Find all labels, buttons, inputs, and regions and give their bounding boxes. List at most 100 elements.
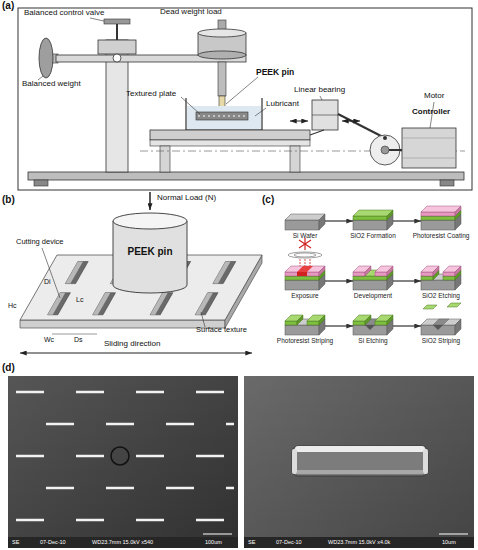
- label-text: SE: [248, 539, 255, 545]
- textured-surface-drawing: [201, 312, 205, 327]
- tribometer-drawing: [383, 136, 387, 140]
- process-illustrations: [285, 315, 325, 335]
- tribometer-drawing: [150, 130, 310, 140]
- step-caption: Development: [354, 292, 392, 299]
- tribometer-drawing: [342, 121, 360, 122]
- textured-surface-drawing: [20, 192, 262, 353]
- tribometer-drawing: [198, 29, 246, 37]
- textured-surface-drawing: [93, 293, 116, 315]
- process-step: SiO2 Formation: [353, 206, 393, 239]
- sem-image-right: [244, 537, 474, 548]
- sem-image-left: [136, 519, 164, 522]
- process-illustrations: [421, 206, 461, 230]
- tribometer-drawing: [98, 40, 136, 54]
- tribometer-drawing: [312, 115, 338, 116]
- process-step: SiO2 Striping: [421, 311, 461, 344]
- textured-surface-drawing: [20, 352, 252, 353]
- label-text: WD23.7mm 15.0kV x540: [92, 539, 153, 545]
- process-illustrations: [447, 303, 461, 307]
- tribometer-drawing: [255, 108, 266, 116]
- node-text: PEEK pin: [112, 246, 188, 257]
- tribometer-drawing: [290, 146, 300, 172]
- tribometer-drawing: [381, 146, 389, 154]
- light-source: [288, 252, 322, 258]
- label-text: Lubricant: [266, 100, 299, 109]
- sem-image-left: [76, 391, 104, 394]
- tribometer-drawing: [198, 51, 246, 59]
- process-illustrations: [353, 266, 393, 276]
- textured-surface-drawing: [149, 192, 151, 210]
- process-step: Photoresist Coating: [421, 206, 461, 239]
- textured-surface-drawing: [195, 293, 213, 315]
- step-caption: SiO2 Striping: [422, 337, 460, 344]
- tribometer-drawing: [218, 62, 226, 96]
- sem-image-left: [46, 487, 74, 490]
- sem-image-left: [226, 423, 234, 426]
- tribometer-drawing: [28, 172, 464, 180]
- process-illustrations: [285, 315, 325, 325]
- step-caption: Si Wafer: [293, 232, 318, 239]
- sem-image-left: [16, 392, 234, 520]
- sem-image-left: [136, 455, 164, 458]
- process-illustrations: [285, 214, 325, 230]
- light-source: [288, 238, 322, 266]
- sem-image-left: [16, 455, 44, 458]
- label-text: Wc: [44, 336, 54, 344]
- tribometer-drawing: [90, 18, 104, 21]
- label-text: Lc: [76, 296, 83, 304]
- textured-surface-drawing: [150, 293, 173, 315]
- textured-surface-drawing: [48, 293, 66, 315]
- label-text: (b): [2, 194, 15, 205]
- sem-image-left: [111, 447, 129, 465]
- process-illustrations: [285, 266, 325, 290]
- sem-image-right: [295, 446, 425, 452]
- process-step: SiO2 Etching: [421, 266, 461, 299]
- process-illustrations: [423, 305, 437, 309]
- process-illustrations: [285, 214, 325, 230]
- label-text: Controller: [412, 108, 450, 117]
- label-text: (d): [2, 362, 15, 373]
- process-illustrations: [353, 210, 393, 230]
- sem-image-left: [106, 423, 134, 426]
- process-step: Si Etching: [353, 311, 393, 344]
- tribometer-drawing: [440, 180, 454, 186]
- sem-image-left: [196, 391, 224, 394]
- sem-image-left: [166, 423, 194, 426]
- sem-image-right: [439, 534, 468, 535]
- process-illustrations: [285, 266, 325, 276]
- sem-image-left: [196, 455, 224, 458]
- label-text: Hc: [8, 302, 17, 310]
- label-text: Balanced control valve: [24, 9, 105, 18]
- step-caption: Photoresist Striping: [277, 337, 333, 344]
- label-text: (c): [262, 194, 274, 205]
- label-text: (a): [2, 0, 14, 11]
- tribometer-drawing: [402, 138, 456, 139]
- tribometer-drawing: [18, 8, 472, 190]
- sem-image-left: [76, 519, 104, 522]
- label-text: Balanced weight: [22, 80, 81, 89]
- process-illustrations: [421, 266, 461, 276]
- textured-surface-drawing: [213, 262, 231, 284]
- tribometer-drawing: [310, 130, 324, 135]
- label-text: Sliding direction: [104, 340, 160, 349]
- tribometer-drawing: [402, 128, 456, 168]
- sem-image-right: [244, 376, 474, 548]
- textured-surface-drawing: [150, 293, 168, 315]
- tribometer-drawing: [104, 19, 130, 24]
- label-text: Normal Load (N): [157, 194, 216, 203]
- label-text: SE: [12, 539, 19, 545]
- sem-image-left: [46, 423, 74, 426]
- tribometer-drawing: [116, 22, 118, 40]
- label-text: Cutting device: [16, 238, 64, 246]
- light-source: [300, 259, 301, 266]
- textured-surface-drawing: [195, 293, 218, 315]
- process-illustrations: [421, 206, 461, 216]
- label-text: Surface texture: [196, 326, 247, 334]
- tribometer-drawing: [186, 98, 262, 130]
- sem-image-right: [423, 449, 428, 474]
- textured-surface-drawing: [20, 320, 225, 328]
- tribometer-drawing: [150, 140, 310, 146]
- step-caption: Photoresist Coating: [413, 232, 470, 239]
- process-step: Si Wafer: [285, 206, 325, 239]
